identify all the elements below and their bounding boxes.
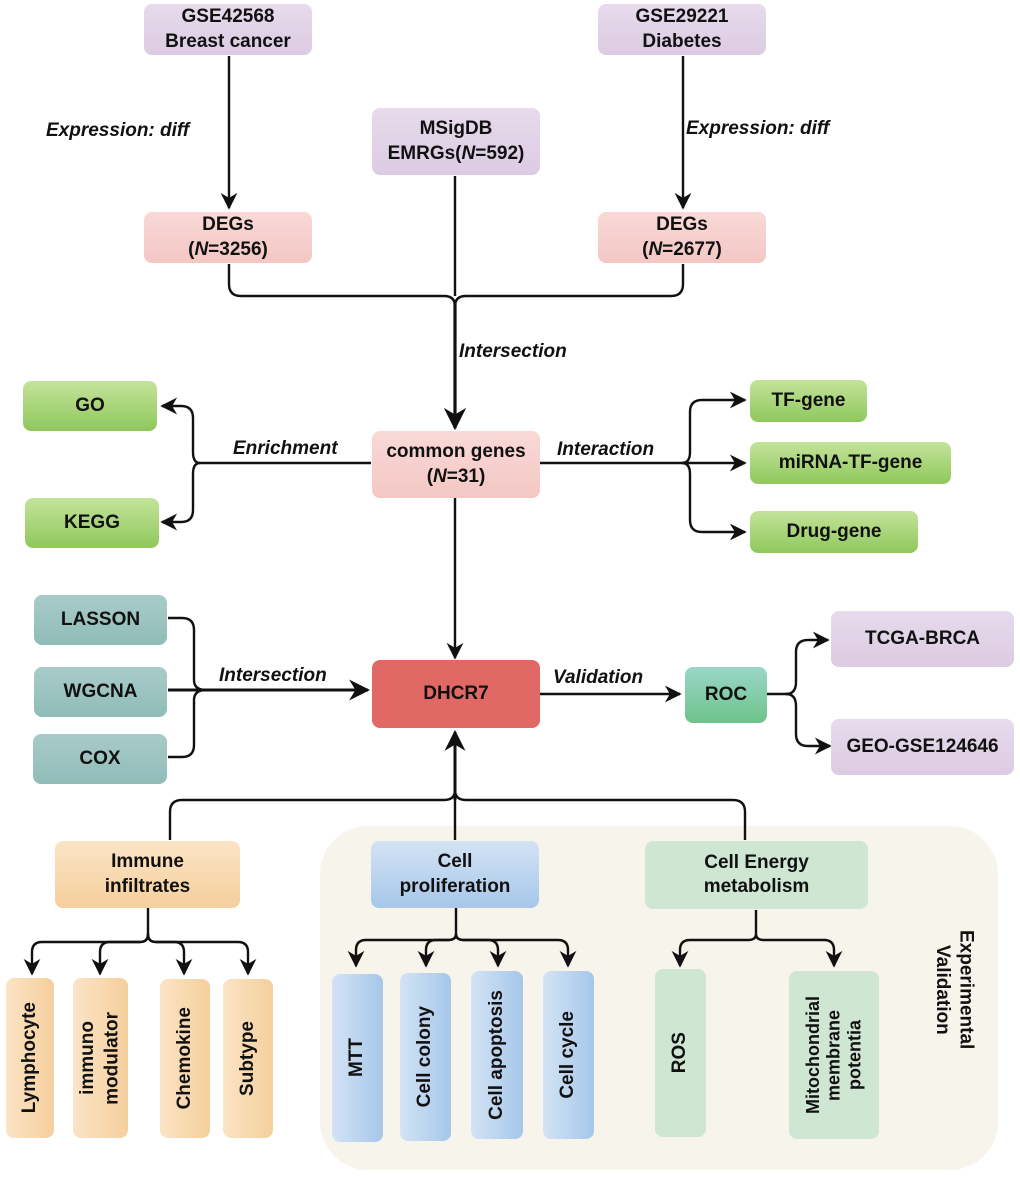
line-cox (168, 688, 207, 759)
node-degs-right-title: DEGs (656, 214, 708, 236)
bracket-degs-left (227, 264, 457, 307)
proliferation-split (347, 908, 458, 968)
node-degs-left-count: (N=3256) (188, 238, 268, 260)
node-degs-left-title: DEGs (202, 214, 254, 236)
node-cell-energy-metabolism[interactable]: Cell Energy metabolism (645, 841, 868, 909)
node-mtt[interactable]: MTT (332, 974, 383, 1142)
node-cell-colony[interactable]: Cell colony (400, 973, 451, 1141)
node-go[interactable]: GO (23, 381, 157, 431)
node-cell-proliferation[interactable]: Cell proliferation (371, 841, 539, 908)
node-lymphocyte[interactable]: Lymphocyte (6, 978, 54, 1138)
node-mtt-label: MTT (346, 1038, 368, 1078)
node-ros-label: ROS (669, 1032, 691, 1074)
edge-label-intersection-top: Intersection (459, 341, 567, 362)
bracket-degs-right (453, 264, 685, 307)
node-mitochondrial-membrane-potential[interactable]: Mitochondrial membrane potentia (789, 971, 879, 1139)
node-msigdb-title: MSigDB (419, 118, 493, 140)
node-chemokine[interactable]: Chemokine (160, 979, 210, 1138)
experimental-validation-label: Experimental Validation (931, 930, 977, 1050)
edge-label-enrichment: Enrichment (233, 438, 338, 459)
node-cell-colony-label: Cell colony (414, 1006, 436, 1108)
node-common-genes-title: common genes (386, 441, 526, 463)
arrow-to-kegg (160, 461, 201, 531)
arrow-to-drug-gene (681, 461, 747, 541)
node-tf-gene[interactable]: TF-gene (750, 380, 867, 422)
edge-label-expression-right: Expression: diff (686, 118, 830, 139)
line-lasson (168, 616, 207, 692)
node-msigdb-count: EMRGs(N=592) (387, 142, 525, 164)
node-subtype-label: Subtype (236, 1021, 258, 1096)
energy-split (671, 910, 758, 968)
node-chemokine-label: Chemokine (173, 1007, 195, 1110)
edge-label-expression-left: Expression: diff (46, 120, 190, 141)
node-kegg[interactable]: KEGG (25, 498, 159, 548)
node-degs-right-count: (N=2677) (642, 238, 722, 260)
arrow-to-geo (785, 692, 832, 755)
node-tcga-brca[interactable]: TCGA-BRCA (831, 611, 1014, 667)
node-gse29221-desc: Diabetes (642, 30, 722, 52)
node-mito-label: Mitochondrial membrane potentia (802, 996, 865, 1114)
node-gse29221[interactable]: GSE29221 Diabetes (598, 4, 766, 55)
node-common-genes-count: (N=31) (426, 465, 486, 487)
bracket-bottom-right (453, 789, 747, 840)
node-immunomodulator[interactable]: immuno modulator (73, 978, 128, 1138)
node-dhcr7[interactable]: DHCR7 (372, 660, 540, 728)
arrow-to-tcga (785, 631, 830, 696)
node-subtype[interactable]: Subtype (223, 979, 273, 1138)
edge-label-validation: Validation (553, 667, 644, 688)
node-gse42568-id: GSE42568 (181, 6, 275, 28)
arrow-to-go (160, 397, 201, 465)
node-ros[interactable]: ROS (655, 969, 706, 1137)
node-cell-apoptosis[interactable]: Cell apoptosis (471, 971, 523, 1139)
node-mirna-tf-gene[interactable]: miRNA-TF-gene (750, 442, 951, 484)
node-lasson[interactable]: LASSON (34, 595, 167, 645)
node-gse42568-desc: Breast cancer (165, 30, 291, 52)
edge-label-interaction: Interaction (557, 439, 655, 460)
node-cox[interactable]: COX (33, 734, 167, 784)
node-common-genes[interactable]: common genes (N=31) (372, 431, 540, 498)
node-roc[interactable]: ROC (685, 667, 767, 723)
node-cell-apoptosis-label: Cell apoptosis (485, 990, 507, 1120)
node-degs-left[interactable]: DEGs (N=3256) (144, 212, 312, 263)
node-msigdb[interactable]: MSigDB EMRGs(N=592) (372, 108, 540, 175)
node-geo-gse124646[interactable]: GEO-GSE124646 (831, 719, 1014, 775)
node-gse29221-id: GSE29221 (635, 6, 729, 28)
node-cell-cycle[interactable]: Cell cycle (543, 971, 594, 1139)
bracket-bottom-left (168, 789, 457, 840)
node-lymphocyte-label: Lymphocyte (18, 1002, 40, 1114)
node-drug-gene[interactable]: Drug-gene (750, 511, 918, 553)
edge-label-intersection-mid: Intersection (219, 665, 327, 686)
node-gse42568[interactable]: GSE42568 Breast cancer (144, 4, 312, 55)
node-immunomodulator-label: immuno modulator (77, 1011, 123, 1105)
node-cell-cycle-label: Cell cycle (557, 1011, 579, 1099)
node-degs-right[interactable]: DEGs (N=2677) (598, 212, 766, 263)
arrow-to-tf-gene (681, 391, 747, 465)
node-wgcna[interactable]: WGCNA (34, 667, 167, 717)
node-immune-infiltrates[interactable]: Immune infiltrates (55, 841, 240, 908)
